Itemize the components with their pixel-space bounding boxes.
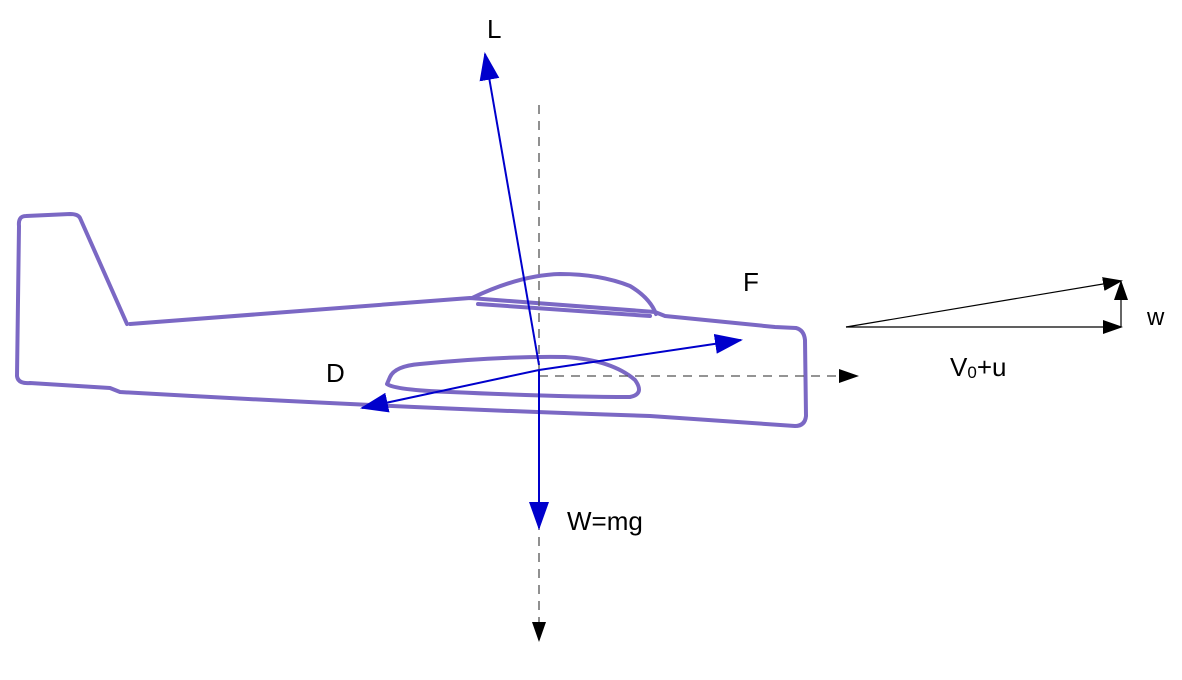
canopy-outline [470,272,658,318]
drag-vector [360,369,540,413]
weight-label: W=mg [567,506,643,536]
force-vectors [360,52,743,530]
wing-outline [385,354,641,399]
reference-lines [532,105,859,642]
velocity-triangle [845,277,1128,334]
velocity-label-subscript: 0 [967,363,976,382]
vertical-component-label: w [1146,304,1165,331]
velocity-label-main: V [950,352,968,382]
lift-vector [479,52,540,366]
velocity-label-rest: +u [977,352,1007,382]
aircraft-outline [15,212,808,428]
lift-label: L [487,14,501,44]
fuselage-outline [15,212,808,428]
drag-label: D [326,358,345,388]
thrust-vector [538,333,743,371]
thrust-label: F [743,267,759,297]
velocity-label: V0+u [950,352,1006,382]
velocity-hypotenuse [845,277,1123,328]
